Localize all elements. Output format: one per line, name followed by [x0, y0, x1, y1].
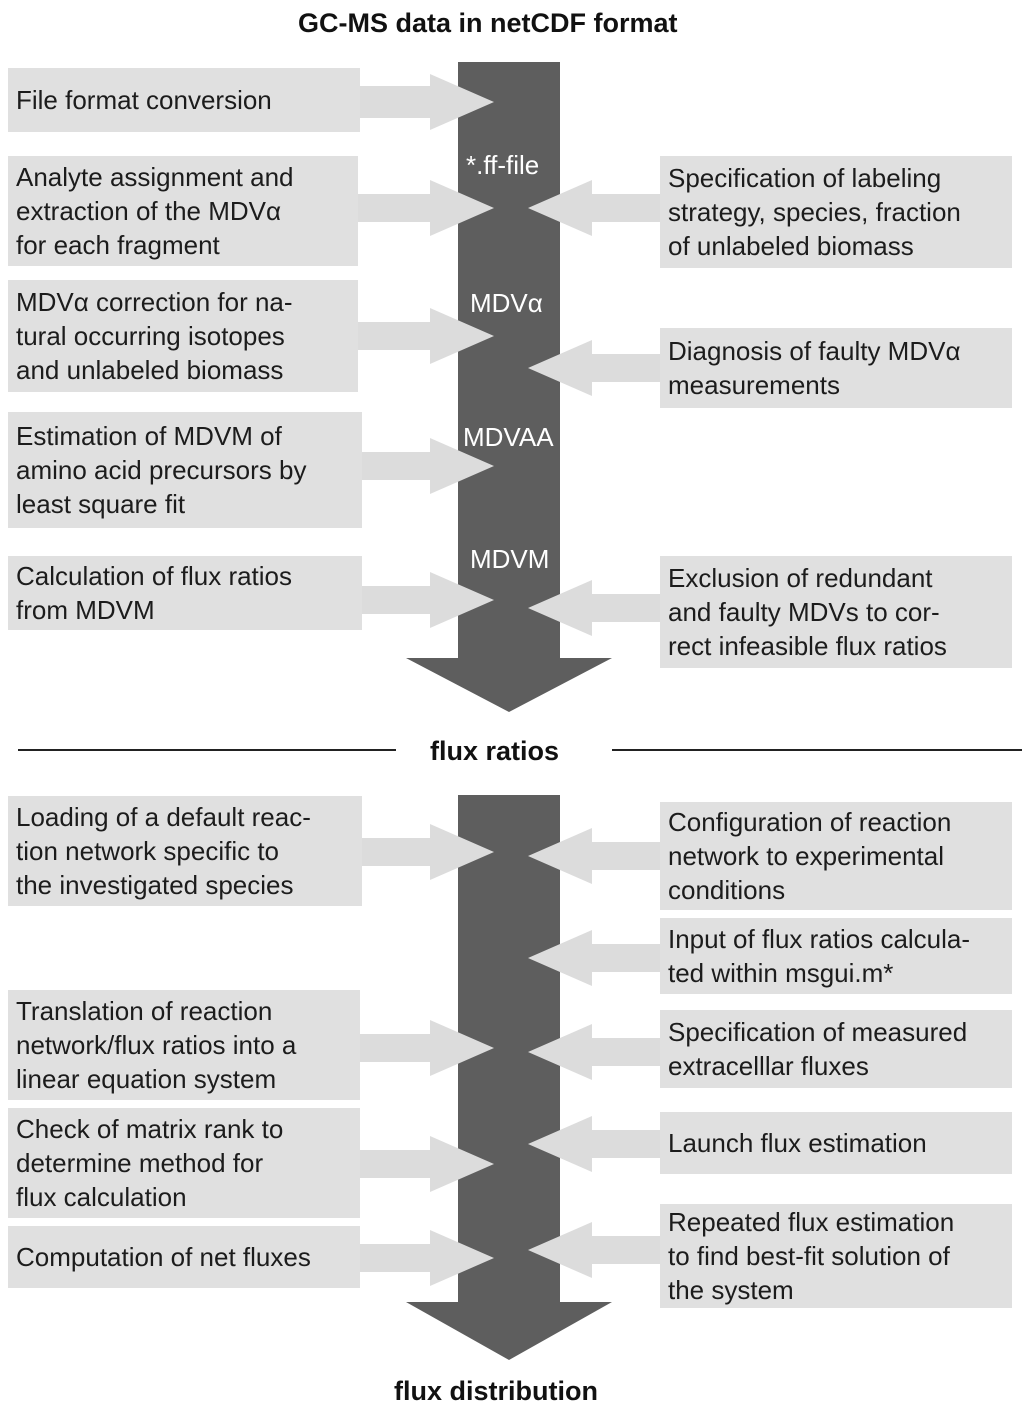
- side-arrow-left-5: [362, 572, 494, 628]
- side-arrow-right-8: [528, 1222, 660, 1278]
- stage-mdv-aa: MDVAA: [463, 422, 554, 452]
- side-arrow-right-6: [528, 1024, 660, 1080]
- step-exclusion-redundant: Exclusion of redundant and faulty MDVs t…: [660, 556, 1012, 668]
- step-text: Analyte assignment and extraction of the…: [16, 162, 294, 260]
- title-top: GC-MS data in netCDF format: [298, 8, 678, 38]
- side-arrow-right-1: [528, 180, 660, 236]
- step-text: Input of flux ratios calcula- ted within…: [668, 924, 971, 988]
- title-bottom: flux distribution: [394, 1376, 598, 1406]
- side-arrow-left-8: [360, 1136, 494, 1192]
- side-arrow-right-3: [528, 580, 660, 636]
- step-repeated-flux-estimation: Repeated flux estimation to find best-fi…: [660, 1204, 1012, 1308]
- step-configuration-reaction-network: Configuration of reaction network to exp…: [660, 802, 1012, 910]
- step-text: Repeated flux estimation to find best-fi…: [668, 1207, 955, 1305]
- step-estimation-mdv-m: Estimation of MDVM of amino acid precurs…: [8, 412, 362, 528]
- step-text: Translation of reaction network/flux rat…: [16, 996, 297, 1094]
- side-arrow-right-7: [528, 1116, 660, 1172]
- stage-mdv-alpha: MDVα: [470, 288, 543, 318]
- side-arrow-left-7: [360, 1020, 494, 1076]
- side-arrow-left-9: [360, 1230, 494, 1286]
- step-translation-equation-system: Translation of reaction network/flux rat…: [8, 990, 360, 1100]
- step-text: Computation of net fluxes: [16, 1242, 311, 1272]
- side-arrow-left-3: [358, 308, 494, 364]
- step-analyte-assignment: Analyte assignment and extraction of the…: [8, 156, 358, 266]
- step-text: Specification of measured extracelllar f…: [668, 1017, 968, 1081]
- side-arrow-left-2: [358, 180, 494, 236]
- step-text: Launch flux estimation: [668, 1128, 927, 1158]
- step-text: Exclusion of redundant and faulty MDVs t…: [668, 563, 947, 661]
- step-text: Check of matrix rank to determine method…: [16, 1114, 284, 1212]
- stage-mdv-m: MDVM: [470, 544, 550, 574]
- step-text: Specification of labeling strategy, spec…: [668, 163, 961, 261]
- step-text: Calculation of flux ratios from MDVM: [16, 561, 293, 625]
- step-text: File format conversion: [16, 85, 272, 115]
- main-arrow-top: [406, 62, 612, 712]
- side-arrow-left-1: [360, 74, 494, 130]
- step-file-format-conversion: File format conversion: [8, 68, 360, 132]
- step-launch-flux-estimation: Launch flux estimation: [660, 1112, 1012, 1174]
- step-text: Estimation of MDVM of amino acid precurs…: [16, 421, 307, 519]
- side-arrow-right-2: [528, 340, 660, 396]
- side-arrow-left-6: [362, 824, 494, 880]
- step-mdv-correction: MDVα correction for na- tural occurring …: [8, 280, 358, 392]
- step-text: Configuration of reaction network to exp…: [668, 807, 952, 905]
- step-text: MDVα correction for na- tural occurring …: [16, 287, 293, 385]
- side-arrow-left-4: [362, 438, 494, 494]
- step-specification-measured-fluxes: Specification of measured extracelllar f…: [660, 1010, 1012, 1088]
- side-arrow-right-5: [528, 930, 660, 986]
- step-check-matrix-rank: Check of matrix rank to determine method…: [8, 1108, 360, 1218]
- step-computation-net-fluxes: Computation of net fluxes: [8, 1226, 360, 1288]
- step-specification-labeling: Specification of labeling strategy, spec…: [660, 156, 1012, 268]
- step-calculation-flux-ratios: Calculation of flux ratios from MDVM: [8, 556, 362, 630]
- step-text: Loading of a default reac- tion network …: [16, 802, 311, 900]
- step-loading-reaction-network: Loading of a default reac- tion network …: [8, 796, 362, 906]
- separator-right: [612, 749, 1022, 751]
- step-input-flux-ratios: Input of flux ratios calcula- ted within…: [660, 918, 1012, 994]
- step-text: Diagnosis of faulty MDVα measurements: [668, 336, 961, 400]
- stage-ff-file: *.ff-file: [466, 150, 540, 180]
- step-diagnosis-faulty-mdv: Diagnosis of faulty MDVα measurements: [660, 328, 1012, 408]
- title-middle: flux ratios: [430, 736, 560, 766]
- side-arrow-right-4: [528, 828, 660, 884]
- separator-left: [18, 749, 396, 751]
- main-arrow-bottom: [406, 795, 612, 1360]
